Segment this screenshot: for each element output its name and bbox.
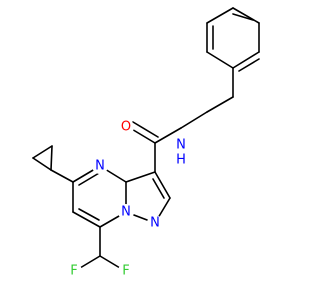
bond-cp-to-ring	[50, 169, 74, 183]
bond-cp-a	[32, 145, 53, 159]
bond-n-ch2	[180, 111, 208, 129]
bond-chf2-f-left	[79, 255, 101, 269]
bond-carbonyl-n	[154, 127, 182, 144]
atom-fluorine-right: F	[122, 264, 129, 279]
bond-ch2-ch2	[206, 96, 234, 113]
bond-ph-3-inner	[232, 13, 254, 21]
atom-label-layer: O N H N N N F F	[66, 119, 189, 279]
bond-chf2-f-right	[99, 255, 121, 269]
canvas-background	[0, 0, 300, 300]
bond-ph-6	[206, 51, 234, 69]
atom-oxygen-carbonyl: O	[121, 120, 131, 135]
bond-carbonyl-o	[129, 127, 156, 144]
bond-ph-1-inner	[238, 58, 260, 72]
bond-c5-n4-inner	[78, 171, 101, 186]
bond-ph-1	[232, 51, 260, 69]
bond-c7-c6	[72, 211, 101, 228]
bond-carbonyl-o-second	[132, 121, 159, 138]
molecule-structure-diagram: O N H N N N F F	[0, 0, 300, 300]
atom-nitrogen-pyrazole: N	[150, 216, 160, 231]
atom-nitrogen-ring-top: N	[95, 159, 105, 174]
atom-hydrogen-amide: H	[176, 153, 186, 168]
bond-ph-3	[232, 7, 260, 24]
bond-c7-c6-inner	[78, 208, 100, 221]
bond-ph-4	[206, 7, 234, 24]
atom-nitrogen-bridge: N	[121, 205, 131, 220]
bond-cp-c	[50, 145, 53, 171]
bond-c3-c2-inner	[152, 178, 165, 199]
atom-nitrogen-amide: N	[176, 138, 186, 153]
atom-fluorine-left: F	[70, 264, 77, 279]
bond-c3a-c3	[125, 171, 156, 183]
bond-c3-c2	[154, 171, 171, 199]
bond-cp-b	[32, 157, 52, 171]
